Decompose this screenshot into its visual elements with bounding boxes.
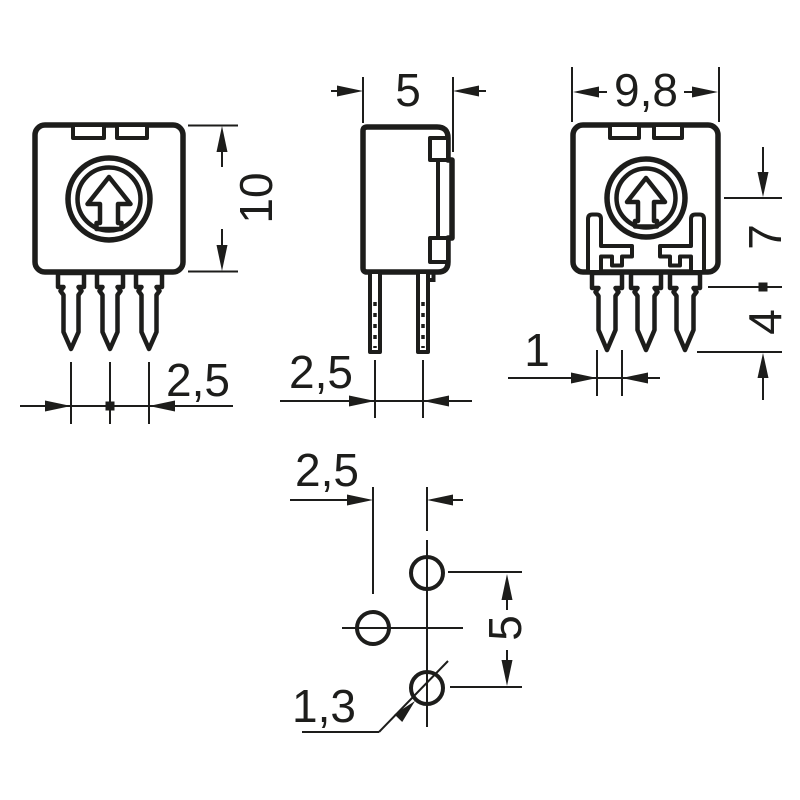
front-height-dimension: 10 bbox=[188, 124, 282, 273]
rear-pin-offset-dimension: 1 bbox=[508, 324, 660, 396]
side-view: 5 2,5 bbox=[280, 64, 486, 418]
dim-side-depth: 5 bbox=[395, 64, 421, 116]
front-pin-right bbox=[133, 270, 165, 352]
drill-hole-bottom bbox=[409, 670, 445, 706]
dim-rear-pin-offset: 1 bbox=[524, 324, 550, 376]
dim-pcb-hole-diameter: 1,3 bbox=[292, 680, 356, 732]
side-tab-lower bbox=[428, 236, 450, 264]
side-depth-dimension: 5 bbox=[331, 64, 486, 152]
dim-rear-width: 9,8 bbox=[614, 64, 678, 116]
arrowhead-left bbox=[622, 372, 648, 384]
arrowhead-right bbox=[45, 400, 71, 412]
rear-vertical-dimensions: 7 4 bbox=[697, 147, 791, 400]
arrowhead-down bbox=[501, 660, 513, 686]
arrowhead-up bbox=[216, 126, 228, 152]
square-marker bbox=[105, 401, 115, 411]
front-top-notch-right bbox=[115, 123, 149, 140]
arrowhead-down bbox=[216, 245, 228, 271]
side-pin-spacing-dimension: 2,5 bbox=[280, 346, 472, 418]
arrowhead-right bbox=[349, 395, 375, 407]
dim-front-pin-pitch: 2,5 bbox=[166, 354, 230, 406]
arrowhead-diagonal bbox=[394, 701, 415, 722]
arrowhead-up bbox=[757, 353, 769, 378]
pcb-horizontal-pitch-dimension: 2,5 bbox=[290, 444, 463, 506]
rear-pin-anchor-left bbox=[586, 212, 634, 274]
front-view: 10 2,5 bbox=[20, 122, 282, 424]
dim-rear-center-to-shoulder: 7 bbox=[739, 224, 791, 250]
rear-width-dimension: 9,8 bbox=[571, 64, 720, 122]
front-top-notch-left bbox=[71, 123, 106, 140]
side-pin-front bbox=[368, 270, 382, 354]
rear-pin-middle bbox=[628, 270, 664, 353]
dim-side-pin-spacing: 2,5 bbox=[289, 346, 353, 398]
front-pin-pitch-dimension: 2,5 bbox=[20, 354, 233, 424]
arrowhead-left bbox=[423, 395, 449, 407]
dim-pcb-vertical-pitch: 5 bbox=[479, 615, 531, 641]
side-body bbox=[360, 124, 455, 275]
arrowhead-right bbox=[347, 494, 373, 506]
arrowhead-left bbox=[149, 400, 175, 412]
arrowhead-left bbox=[453, 85, 479, 97]
rear-pin-anchor-right bbox=[658, 212, 706, 274]
rear-view: 9,8 7 4 1 bbox=[508, 64, 791, 400]
front-pin-middle bbox=[94, 270, 126, 352]
rear-top-notch-right bbox=[652, 123, 684, 140]
arrowhead-right bbox=[337, 85, 363, 97]
drill-hole-left bbox=[355, 610, 391, 646]
drill-hole-top bbox=[409, 555, 445, 591]
rear-top-notch-left bbox=[608, 123, 641, 140]
rear-pin-left bbox=[589, 270, 625, 353]
arrowhead-up bbox=[501, 574, 513, 600]
rear-pin-right bbox=[667, 270, 703, 353]
side-tab-upper bbox=[428, 136, 450, 162]
front-pin-left bbox=[55, 270, 87, 352]
dim-rear-shoulder-to-tip: 4 bbox=[739, 309, 791, 335]
side-pin-rear-step bbox=[428, 272, 436, 282]
front-rotor-arrow-icon bbox=[85, 174, 133, 232]
rear-rotor-arrow-icon bbox=[624, 175, 668, 229]
leader-line bbox=[378, 660, 449, 733]
square-marker bbox=[758, 282, 768, 292]
arrowhead-left bbox=[427, 494, 453, 506]
side-pin-rear bbox=[416, 270, 430, 354]
arrowhead-right bbox=[571, 372, 597, 384]
pcb-vertical-pitch-dimension: 5 bbox=[448, 571, 531, 688]
pcb-hole-diameter-callout: 1,3 bbox=[292, 660, 449, 733]
dim-pcb-horizontal-pitch: 2,5 bbox=[295, 444, 359, 496]
pcb-hole-pattern: 2,5 5 1,3 bbox=[290, 444, 531, 733]
dim-front-height: 10 bbox=[230, 172, 282, 223]
arrowhead-right bbox=[692, 86, 718, 98]
arrowhead-down bbox=[757, 172, 769, 197]
arrowhead-left bbox=[573, 86, 599, 98]
